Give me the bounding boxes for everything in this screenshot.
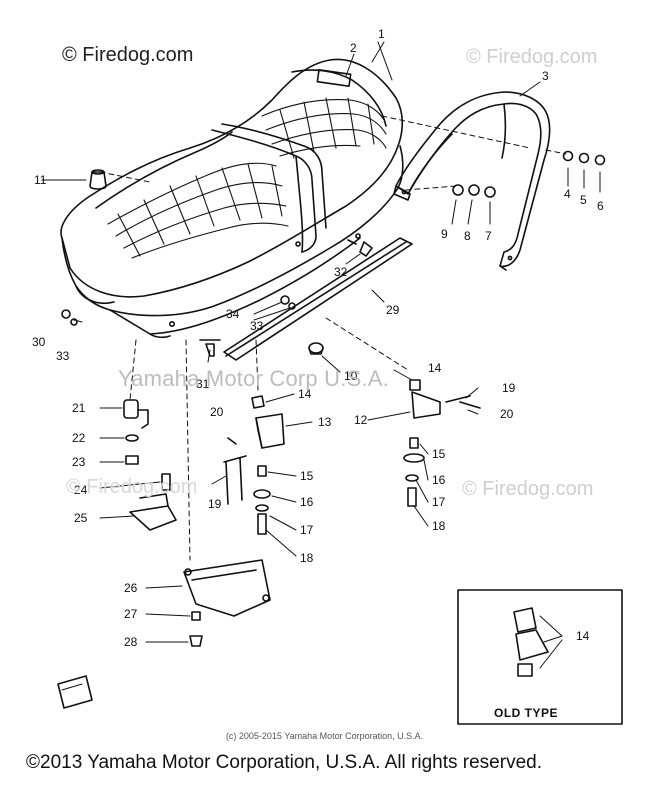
callout-23: 23 [72,455,86,469]
callout-15-mid: 15 [300,469,314,483]
grommet-10 [308,342,324,355]
nut-8 [468,184,480,196]
callout-5: 5 [580,193,587,207]
label-plate [57,675,93,709]
nut-5 [578,152,590,164]
callout-2: 2 [350,41,357,55]
trim-strip [223,237,413,361]
callout-27: 27 [124,607,138,621]
callout-31: 31 [196,377,210,391]
callout-14-mid: 14 [298,387,312,401]
callout-28: 28 [124,635,138,649]
callout-16-right: 16 [432,473,446,487]
watermark-middle: Yamaha Motor Corp U.S.A. [118,366,389,391]
callout-19-right: 19 [502,381,516,395]
callout-13: 13 [318,415,332,429]
watermark-top-right: © Firedog.com [466,46,598,68]
callout-18-mid: 18 [300,551,314,565]
callout-14-right: 14 [428,361,442,375]
nut-6 [594,154,606,166]
seat-lock [123,399,177,531]
grab-bar [393,91,551,271]
callout-22: 22 [72,431,86,445]
callout-20-right: 20 [500,407,514,421]
watermark-right: © Firedog.com [462,478,594,500]
nut-9 [452,184,464,196]
callout-33-mid: 33 [250,319,264,333]
callout-14-old: 14 [576,629,590,643]
small-copyright: (c) 2005-2015 Yamaha Motor Corporation, … [225,731,424,741]
hook-31 [199,339,221,357]
callout-numbers: 1 2 3 4 5 6 7 8 9 10 11 12 13 14 14 14 1… [32,27,604,649]
washer-34 [280,295,290,305]
seat [60,58,404,339]
callout-25: 25 [74,511,88,525]
callout-11: 11 [34,173,47,187]
callout-12: 12 [354,413,368,427]
callout-3: 3 [542,69,549,83]
callout-7: 7 [485,229,492,243]
bracket-26 [183,559,271,647]
callout-6: 6 [597,199,604,213]
leader-lines [41,41,601,669]
washer-30 [61,309,71,319]
bolt-32 [347,239,373,257]
callout-9: 9 [441,227,448,241]
hinge-12 [403,379,481,507]
callout-21: 21 [72,401,86,415]
callout-18-right: 18 [432,519,446,533]
nut-7 [484,186,496,198]
old-type-box [457,589,623,725]
bumper-11 [89,169,107,190]
cap-28 [189,635,203,647]
callout-20-left: 20 [210,405,224,419]
callout-32: 32 [334,265,348,279]
callout-8: 8 [464,229,471,243]
callout-19-left: 19 [208,497,222,511]
callout-30: 30 [32,335,46,349]
watermark-left: © Firedog.com [66,476,198,498]
callout-17-mid: 17 [300,523,314,537]
callout-34: 34 [226,307,240,321]
callout-16-mid: 16 [300,495,314,509]
callout-4: 4 [564,187,571,201]
callout-1: 1 [378,27,385,41]
callout-15-right: 15 [432,447,446,461]
hinge-13 [223,395,285,535]
nut-27 [191,611,201,621]
old-type-label: OLD TYPE [494,706,559,720]
callout-17-right: 17 [432,495,446,509]
callout-29: 29 [386,303,400,317]
callout-33-left: 33 [56,349,70,363]
callout-10: 10 [344,369,358,383]
footer-copyright: ©2013 Yamaha Motor Corporation, U.S.A. A… [26,752,542,773]
callout-26: 26 [124,581,138,595]
watermark-top-left: © Firedog.com [62,44,194,66]
callout-24: 24 [74,483,88,497]
nut-4 [562,150,574,162]
